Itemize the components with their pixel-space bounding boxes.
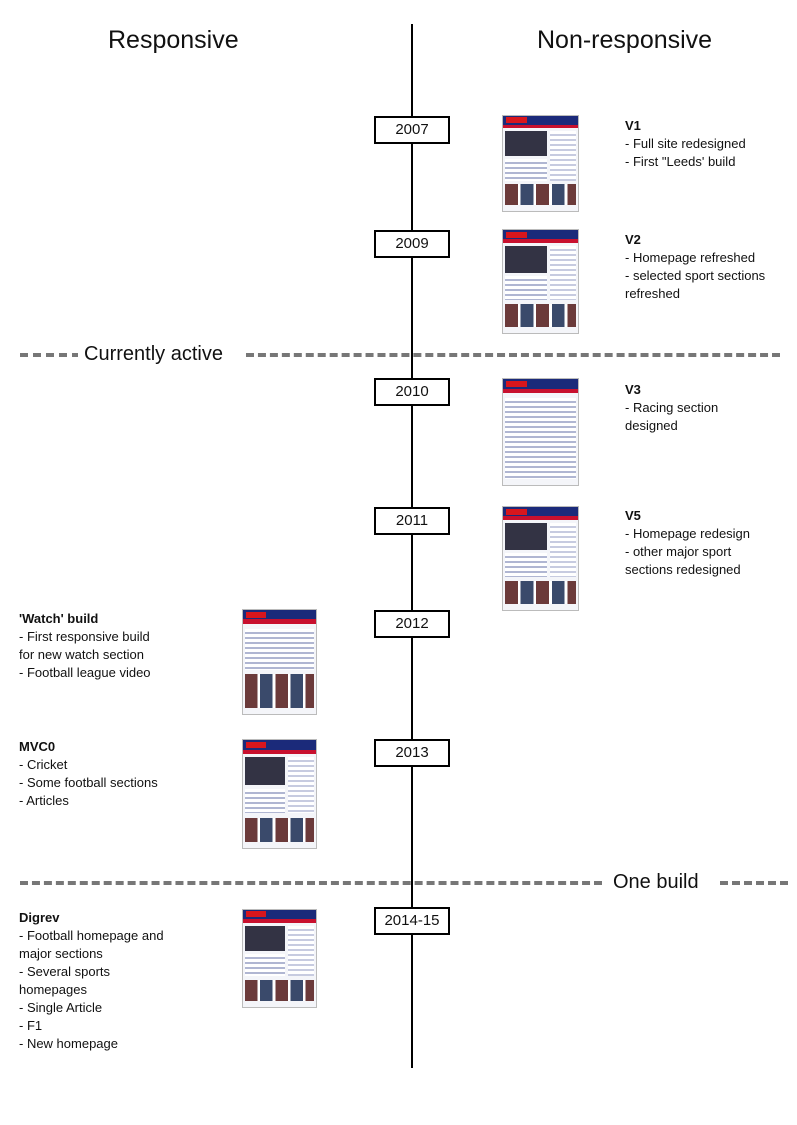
year-box-2010: 2010	[374, 378, 450, 406]
digrev-screenshot	[242, 909, 317, 1008]
watch-build-note: 'Watch' build - First responsive build f…	[19, 610, 151, 682]
currently-active-label: Currently active	[78, 343, 229, 366]
one-build-divider-left	[20, 881, 602, 885]
watch-build-line: - Football league video	[19, 665, 151, 680]
v3-site-screenshot	[502, 378, 579, 486]
v5-line: - other major sport	[625, 544, 732, 559]
mvc0-line: - Articles	[19, 793, 69, 808]
v2-note: V2 - Homepage refreshed - selected sport…	[625, 231, 765, 303]
one-build-label: One build	[607, 871, 705, 894]
v2-title: V2	[625, 232, 641, 247]
v5-line: sections redesigned	[625, 562, 741, 577]
v5-title: V5	[625, 508, 641, 523]
year-box-2012: 2012	[374, 610, 450, 638]
year-box-2014-15: 2014-15	[374, 907, 450, 935]
digrev-line: major sections	[19, 946, 103, 961]
watch-build-title: 'Watch' build	[19, 611, 99, 626]
v5-note: V5 - Homepage redesign - other major spo…	[625, 507, 750, 579]
digrev-line: homepages	[19, 982, 87, 997]
v3-line: - Racing section	[625, 400, 719, 415]
v1-line: - First "Leeds' build	[625, 154, 736, 169]
v5-line: - Homepage redesign	[625, 526, 751, 541]
year-box-2009: 2009	[374, 230, 450, 258]
mvc0-line: - Cricket	[19, 757, 68, 772]
currently-active-divider-right	[246, 353, 780, 357]
v3-note: V3 - Racing section designed	[625, 381, 718, 435]
v1-site-screenshot	[502, 115, 579, 212]
v1-line: - Full site redesigned	[625, 136, 746, 151]
year-box-2007: 2007	[374, 116, 450, 144]
v5-site-screenshot	[502, 506, 579, 611]
watch-build-line: for new watch section	[19, 647, 145, 662]
responsive-column-header: Responsive	[108, 26, 239, 54]
mvc0-note: MVC0 - Cricket - Some football sections …	[19, 738, 158, 810]
mvc0-screenshot	[242, 739, 317, 849]
timeline-axis	[411, 24, 413, 1068]
watch-build-screenshot	[242, 609, 317, 715]
year-box-2011: 2011	[374, 507, 450, 535]
digrev-title: Digrev	[19, 910, 60, 925]
digrev-line: - F1	[19, 1018, 43, 1033]
non-responsive-column-header: Non-responsive	[537, 26, 713, 54]
digrev-line: - Football homepage and	[19, 928, 164, 943]
v3-title: V3	[625, 382, 641, 397]
v2-line: - selected sport sections	[625, 268, 766, 283]
year-box-2013: 2013	[374, 739, 450, 767]
watch-build-line: - First responsive build	[19, 629, 150, 644]
one-build-divider-right	[720, 881, 788, 885]
v3-line: designed	[625, 418, 678, 433]
v2-site-screenshot	[502, 229, 579, 334]
v2-line: - Homepage refreshed	[625, 250, 756, 265]
currently-active-divider-left	[20, 353, 80, 357]
digrev-note: Digrev - Football homepage and major sec…	[19, 909, 164, 1053]
v1-note: V1 - Full site redesigned - First "Leeds…	[625, 117, 746, 171]
v1-title: V1	[625, 118, 641, 133]
digrev-line: - New homepage	[19, 1036, 118, 1051]
v2-line: refreshed	[625, 286, 680, 301]
mvc0-title: MVC0	[19, 739, 56, 754]
mvc0-line: - Some football sections	[19, 775, 158, 790]
digrev-line: - Single Article	[19, 1000, 103, 1015]
digrev-line: - Several sports	[19, 964, 111, 979]
